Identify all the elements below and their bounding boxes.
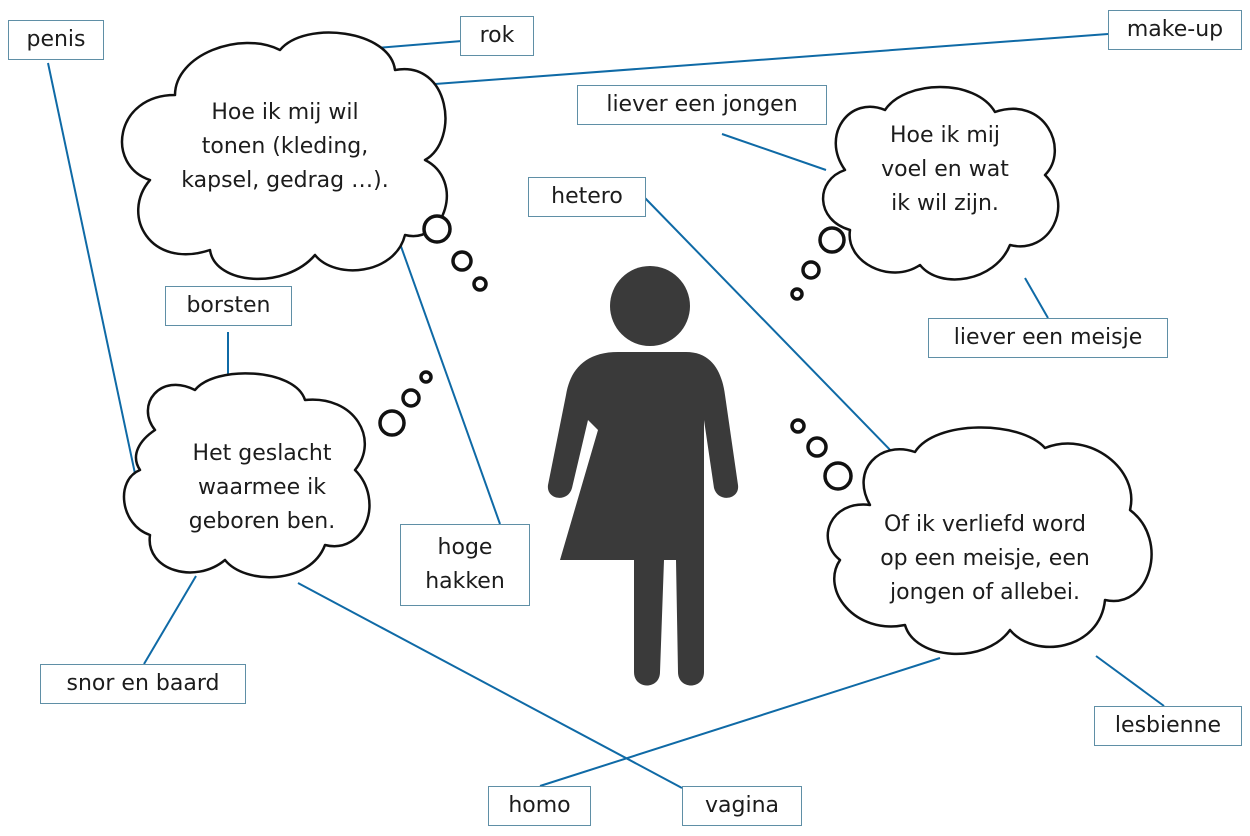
cloud-line: ik wil zijn.: [891, 191, 999, 216]
connector-snor-baard: [143, 575, 197, 665]
connector-hoge-hakken: [397, 237, 501, 525]
connector-homo: [539, 657, 941, 787]
connector-lines: [47, 33, 1165, 789]
cloud-line: Hoe ik mij: [889, 123, 1001, 148]
bubble: [806, 436, 828, 458]
label-line: hakken: [425, 569, 505, 594]
label-lesbienne: lesbienne: [1094, 706, 1242, 746]
cloud-line: waarmee ik: [198, 475, 326, 500]
thought-bubbles: [378, 214, 853, 491]
cloud-text-expression: Hoe ik mij wil tonen (kleding, kapsel, g…: [165, 96, 405, 198]
cloud-text-orientation: Of ik verliefd word op een meisje, een j…: [845, 508, 1125, 610]
label-hetero: hetero: [528, 177, 646, 217]
bubble: [823, 461, 853, 491]
bubble: [401, 388, 421, 408]
cloud-line: Of ik verliefd word: [883, 512, 1087, 537]
cloud-line: Hoe ik mij wil: [211, 100, 359, 125]
label-penis: penis: [8, 20, 104, 60]
connector-vagina: [297, 582, 683, 789]
label-liever-een-meisje: liever een meisje: [928, 318, 1168, 358]
thought-cloud-icon: [122, 372, 371, 579]
cloud-text-sex: Het geslacht waarmee ik geboren ben.: [162, 437, 362, 539]
bubble: [818, 226, 846, 254]
label-vagina: vagina: [682, 786, 802, 826]
connector-liever-meisje: [1024, 277, 1049, 319]
cloud-text-identity: Hoe ik mij voel en wat ik wil zijn.: [850, 119, 1040, 221]
connector-penis: [47, 62, 138, 484]
label-rok: rok: [460, 16, 534, 56]
label-snor-en-baard: snor en baard: [40, 664, 246, 704]
bubble: [801, 260, 821, 280]
label-hoge-hakken: hoge hakken: [400, 524, 530, 606]
cloud-line: kapsel, gedrag …).: [181, 168, 389, 193]
bubble: [472, 276, 488, 292]
label-homo: homo: [488, 786, 591, 826]
connector-hetero: [644, 197, 899, 459]
cloud-line: op een meisje, een: [880, 546, 1090, 571]
bubble: [451, 250, 473, 272]
cloud-line: voel en wat: [881, 157, 1009, 182]
connector-make-up: [407, 33, 1109, 87]
cloud-line: Het geslacht: [192, 441, 332, 466]
bubble: [378, 409, 406, 437]
bubble: [419, 370, 433, 384]
cloud-line: tonen (kleding,: [201, 134, 369, 159]
gender-figure-icon: [547, 266, 739, 686]
connector-liever-jongen: [721, 133, 827, 171]
cloud-line: jongen of allebei.: [890, 580, 1080, 605]
thought-cloud-icon: [826, 426, 1153, 656]
thought-cloud-icon: [120, 31, 449, 281]
label-line: hoge: [437, 535, 493, 560]
bubble: [422, 214, 452, 244]
label-borsten: borsten: [165, 286, 292, 326]
label-make-up: make-up: [1108, 10, 1242, 50]
bubble: [790, 287, 804, 301]
label-liever-een-jongen: liever een jongen: [577, 85, 827, 125]
cloud-line: geboren ben.: [188, 509, 336, 534]
bubble: [790, 418, 806, 434]
connector-lesbienne: [1095, 655, 1165, 707]
thought-cloud-icon: [821, 85, 1060, 281]
